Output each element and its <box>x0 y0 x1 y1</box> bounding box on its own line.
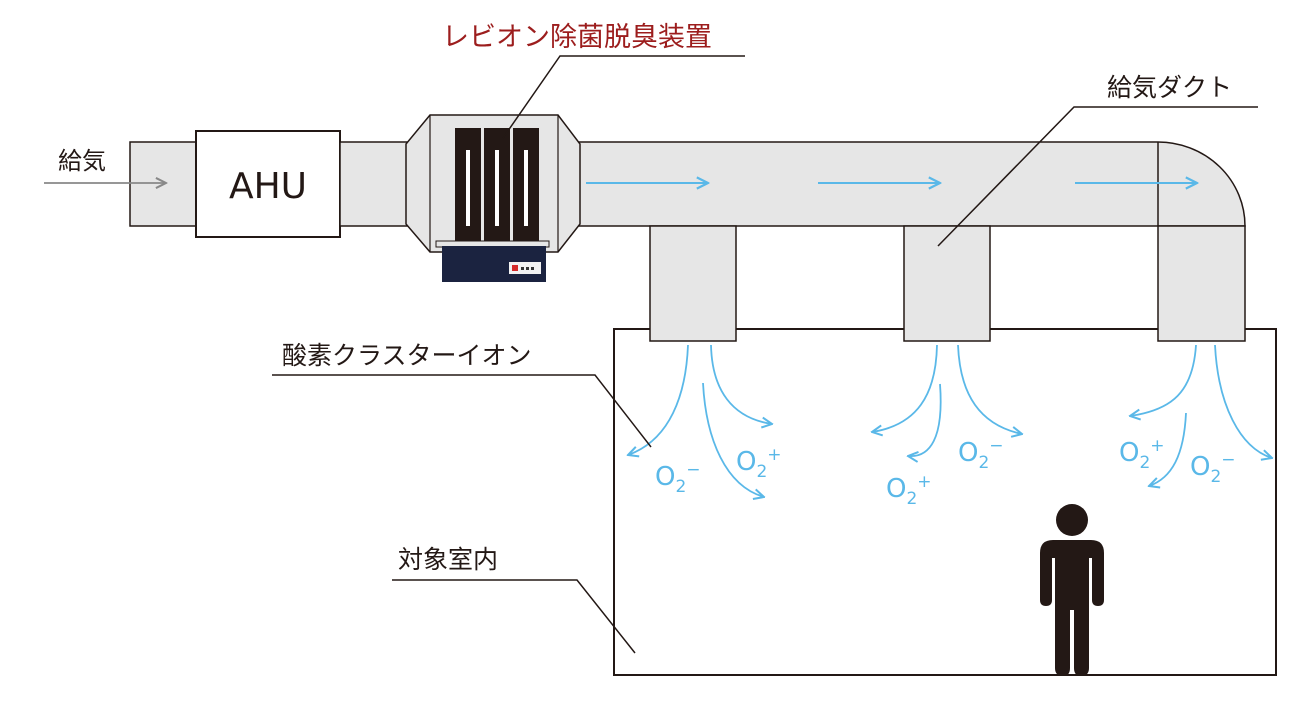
target-room <box>613 328 1277 676</box>
ahu-label: AHU <box>229 166 307 207</box>
ions-label: 酸素クラスターイオン <box>282 341 532 370</box>
levion-device <box>405 114 581 282</box>
ion-label: O2+ <box>736 445 782 482</box>
inlet-duct <box>129 141 199 227</box>
supply-air-label: 給気 <box>58 147 106 175</box>
connector-duct <box>339 141 409 227</box>
ion-label: O2+ <box>1119 436 1165 473</box>
device-title-label: レビオン除菌脱臭装置 <box>442 22 712 53</box>
duct-label: 給気ダクト <box>1107 73 1232 102</box>
ion-label: O2+ <box>886 472 932 509</box>
branch-duct-1 <box>649 225 737 342</box>
diffusion-arrows <box>628 344 1272 497</box>
branch-duct-2 <box>903 225 991 342</box>
ion-label: O2− <box>958 436 1004 473</box>
room-label: 対象室内 <box>398 545 498 574</box>
filter-cartridges <box>455 128 539 248</box>
person-silhouette <box>1040 504 1104 676</box>
branch-duct-3 <box>1157 225 1246 342</box>
ion-label: O2− <box>655 460 701 497</box>
ahu-box <box>195 130 341 238</box>
leader-lines <box>272 55 1258 654</box>
ion-label: O2− <box>1190 450 1236 487</box>
